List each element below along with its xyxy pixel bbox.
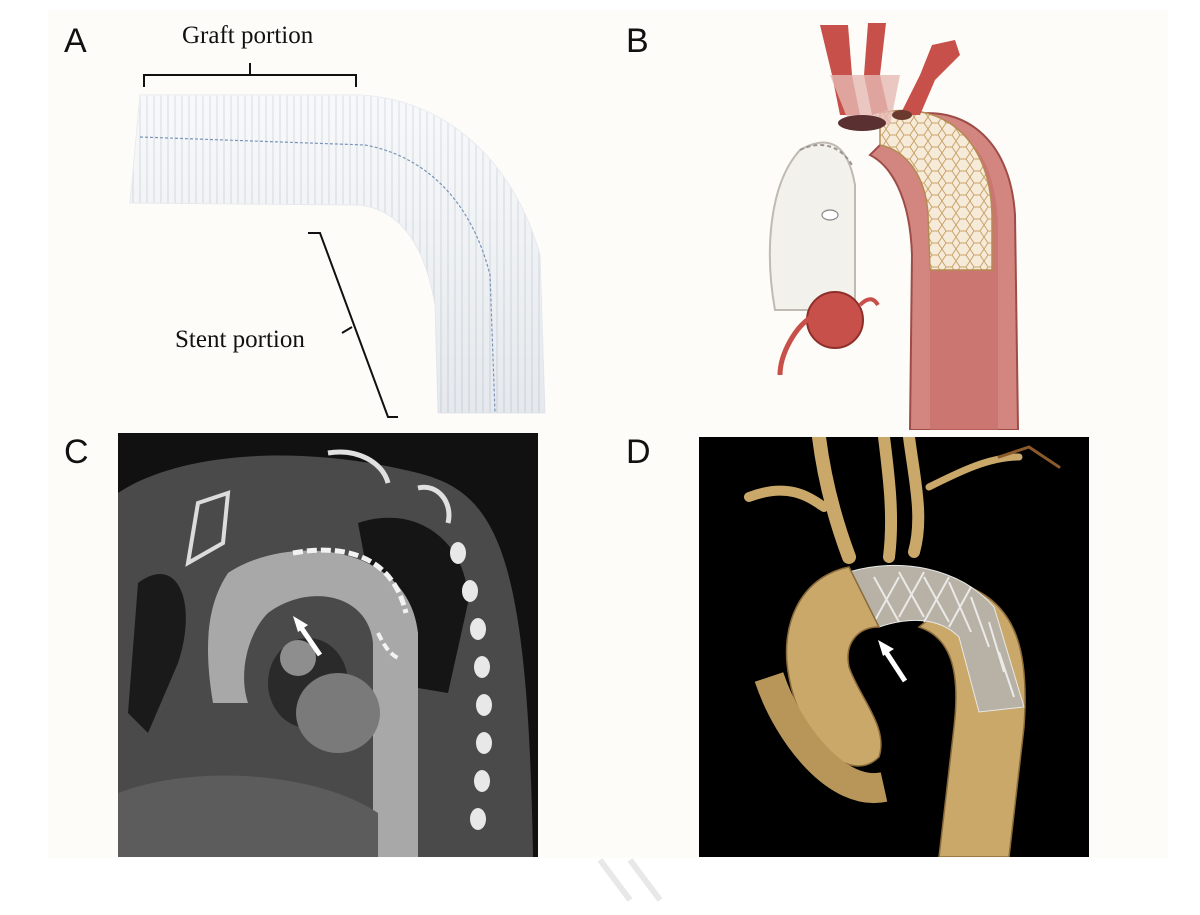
- rendered-stent: [848, 564, 1025, 713]
- panel-letter-b: B: [626, 22, 649, 60]
- rendered-ascending-aorta: [785, 566, 882, 767]
- graft-seam: [139, 136, 496, 414]
- stent-portion-label: Stent portion: [175, 326, 305, 353]
- panel-letter-d: D: [626, 433, 651, 471]
- subclavian-branch: [900, 40, 960, 115]
- ct-arrow: [293, 616, 323, 657]
- panel-letter-a: A: [64, 22, 87, 60]
- aortic-arch-illustration: [768, 23, 1020, 430]
- panel-letter-c: C: [64, 433, 89, 471]
- stent-bracket: [308, 232, 398, 418]
- ct-sagittal-image: [118, 433, 538, 857]
- ascending-graft: [768, 141, 856, 311]
- graft-portion-label: Graft portion: [182, 22, 314, 49]
- render-arrow: [878, 640, 908, 683]
- aortic-root-sphere: [806, 291, 864, 349]
- stent-segment: [879, 109, 993, 271]
- supra-aortic-vessels: [744, 437, 1061, 564]
- 3d-ct-rendering: [699, 437, 1089, 857]
- graft-bracket: [143, 63, 357, 87]
- watermark: [597, 858, 663, 902]
- stent-graft-photo: [129, 63, 546, 418]
- vertebrae: [450, 542, 492, 830]
